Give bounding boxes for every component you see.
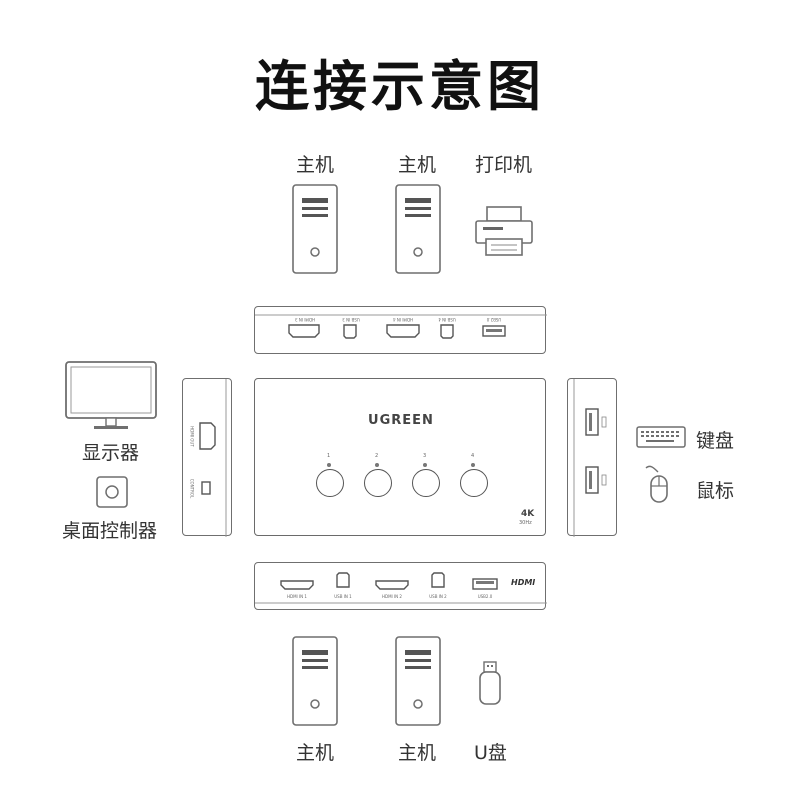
mouse-label: 鼠标	[696, 480, 735, 502]
kvm-switch-front: UGREEN 1 2 3 4 4K 30Hz	[254, 378, 546, 536]
usb-b-port-icon	[440, 324, 454, 339]
refresh-label: 30Hz	[519, 520, 532, 526]
resolution-label: 4K	[521, 509, 535, 519]
host-bottom-2-label: 主机	[398, 742, 437, 764]
host-bottom-2-icon	[395, 636, 441, 726]
host-top-1-icon	[292, 184, 338, 274]
port-label-hdmi-in-4: HDMI IN 4	[393, 317, 413, 322]
printer-icon	[475, 206, 533, 256]
port-label-usb-in-3: USB IN 3	[342, 317, 360, 322]
usb-a-port-icon	[585, 466, 607, 494]
side-panel-right	[567, 378, 617, 537]
monitor-icon	[65, 361, 157, 429]
host-top-2-label: 主机	[398, 154, 437, 176]
host-top-2-icon	[395, 184, 441, 274]
port-label-usb-in-2: USB IN 2	[429, 594, 447, 599]
host-top-1-label: 主机	[296, 154, 335, 176]
brand-logo: UGREEN	[368, 413, 434, 428]
back-panel-bottom: HDMI IN 1 USB IN 1 HDMI IN 2 USB IN 2 US…	[254, 562, 547, 610]
led-3	[423, 463, 427, 467]
led-4	[471, 463, 475, 467]
keyboard-icon	[636, 426, 686, 448]
button-number-1: 1	[327, 453, 331, 459]
port-label-control: CONTROL	[189, 478, 195, 499]
port-label-usb-in-1: USB IN 1	[334, 594, 352, 599]
switch-button-1[interactable]	[316, 469, 344, 497]
port-label-hdmi-in-3: HDMI IN 3	[295, 317, 315, 322]
port-label-hdmi-out: HDMI OUT	[189, 426, 195, 447]
port-label-usb2: USB2.0	[477, 594, 493, 599]
hdmi-port-icon	[199, 422, 216, 450]
switch-button-2[interactable]	[364, 469, 392, 497]
switch-button-3[interactable]	[412, 469, 440, 497]
desk-controller-label: 桌面控制器	[62, 520, 158, 542]
host-bottom-1-label: 主机	[296, 742, 335, 764]
hdmi-port-icon	[386, 324, 420, 338]
port-label-usb-in-4: USB IN 4	[438, 317, 456, 322]
usb-b-port-icon	[343, 324, 357, 339]
hdmi-port-icon	[280, 580, 314, 590]
monitor-label: 显示器	[82, 442, 140, 464]
host-bottom-1-icon	[292, 636, 338, 726]
keyboard-label: 键盘	[696, 430, 735, 452]
switch-button-4[interactable]	[460, 469, 488, 497]
led-1	[327, 463, 331, 467]
usb-a-port-icon	[585, 408, 607, 436]
port-label-usb2: USB2.0	[486, 317, 502, 322]
hdmi-port-icon	[288, 324, 320, 338]
printer-label: 打印机	[475, 154, 533, 176]
side-panel-left: HDMI OUT CONTROL	[182, 378, 232, 537]
back-panel-top: HDMI IN 3 USB IN 3 HDMI IN 4 USB IN 4 US…	[254, 306, 547, 354]
led-2	[375, 463, 379, 467]
hdmi-logo: HDMI	[511, 578, 536, 587]
button-number-3: 3	[423, 453, 427, 459]
port-label-hdmi-in-2: HDMI IN 2	[382, 594, 402, 599]
mini-usb-port-icon	[201, 481, 211, 495]
button-number-4: 4	[471, 453, 475, 459]
usb-a-port-icon	[472, 578, 498, 590]
usb-b-port-icon	[431, 572, 445, 588]
hdmi-port-icon	[375, 580, 409, 590]
port-label-hdmi-in-1: HDMI IN 1	[287, 594, 307, 599]
page-title: 连接示意图	[255, 55, 545, 118]
desk-controller-icon	[96, 476, 128, 508]
usb-drive-icon	[479, 661, 501, 705]
button-number-2: 2	[375, 453, 379, 459]
mouse-icon	[645, 465, 668, 503]
usb-b-port-icon	[336, 572, 350, 588]
usb-drive-label: U盘	[474, 742, 507, 764]
usb-a-port-icon	[482, 325, 506, 337]
